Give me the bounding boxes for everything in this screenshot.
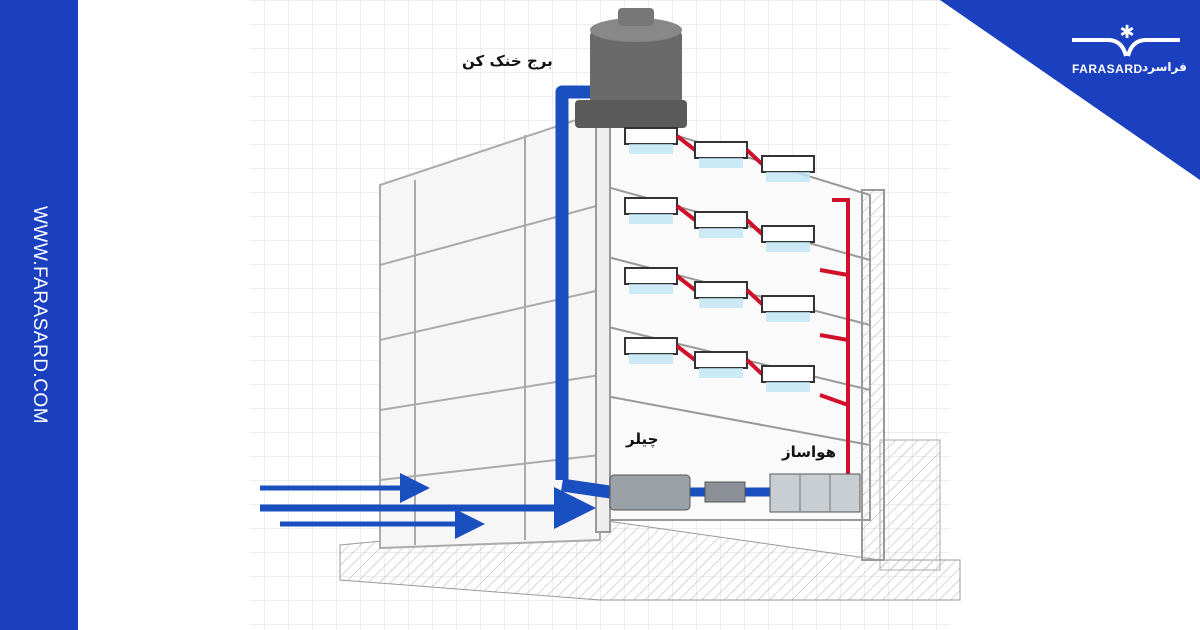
red-pipe-segment xyxy=(675,344,697,362)
cool-air-flow xyxy=(699,228,743,238)
sidebar-band: WWW.FARASARD.COM xyxy=(0,0,78,630)
cool-air-flow xyxy=(766,312,810,322)
snowflake-icon: ✱ xyxy=(1119,22,1134,43)
cool-air-flow xyxy=(766,382,810,392)
cool-air-flow xyxy=(629,284,673,294)
hvac-building-diagram: ✱ xyxy=(250,0,1200,630)
red-pipe-segment xyxy=(745,218,764,236)
red-pipe-segment xyxy=(675,274,697,292)
cool-air-flow xyxy=(766,172,810,182)
inflow-arrows xyxy=(260,473,596,539)
red-pipe-segment xyxy=(675,204,697,222)
vent-units xyxy=(624,127,815,392)
cooling-tower xyxy=(575,8,687,128)
logo-text-latin: FARASARD xyxy=(1072,62,1143,76)
red-pipe-segment xyxy=(745,358,764,376)
vent-unit xyxy=(761,155,815,173)
logo-corner xyxy=(940,0,1200,180)
vent-unit xyxy=(624,127,678,145)
label-air-handler: هواساز xyxy=(782,443,836,461)
vent-unit xyxy=(694,141,748,159)
label-cooling-tower: برج خنک کن xyxy=(462,52,553,70)
chiller-unit xyxy=(609,474,746,511)
cool-air-flow xyxy=(629,354,673,364)
logo-text-persian: فراسرد xyxy=(1142,60,1187,74)
cool-air-flow xyxy=(699,158,743,168)
farasard-logo: ✱ xyxy=(1072,22,1180,57)
vent-unit xyxy=(761,225,815,243)
red-pipe-segment xyxy=(675,134,697,152)
vent-unit xyxy=(761,295,815,313)
vent-unit xyxy=(694,351,748,369)
cool-air-flow xyxy=(629,214,673,224)
red-pipe-segment xyxy=(745,148,764,166)
label-chiller: چیلر xyxy=(626,430,659,448)
red-pipe-segment xyxy=(745,288,764,306)
website-text: WWW.FARASARD.COM xyxy=(29,205,50,425)
vent-unit xyxy=(624,337,678,355)
vent-unit xyxy=(694,281,748,299)
vent-unit xyxy=(761,365,815,383)
air-handler-unit xyxy=(769,473,861,513)
hot-water-pipe xyxy=(819,198,850,480)
cool-air-flow xyxy=(699,368,743,378)
vent-unit xyxy=(694,211,748,229)
vent-unit xyxy=(624,197,678,215)
building-left-face xyxy=(379,110,601,550)
cool-air-flow xyxy=(766,242,810,252)
cool-air-flow xyxy=(629,144,673,154)
cool-air-flow xyxy=(699,298,743,308)
vent-unit xyxy=(624,267,678,285)
